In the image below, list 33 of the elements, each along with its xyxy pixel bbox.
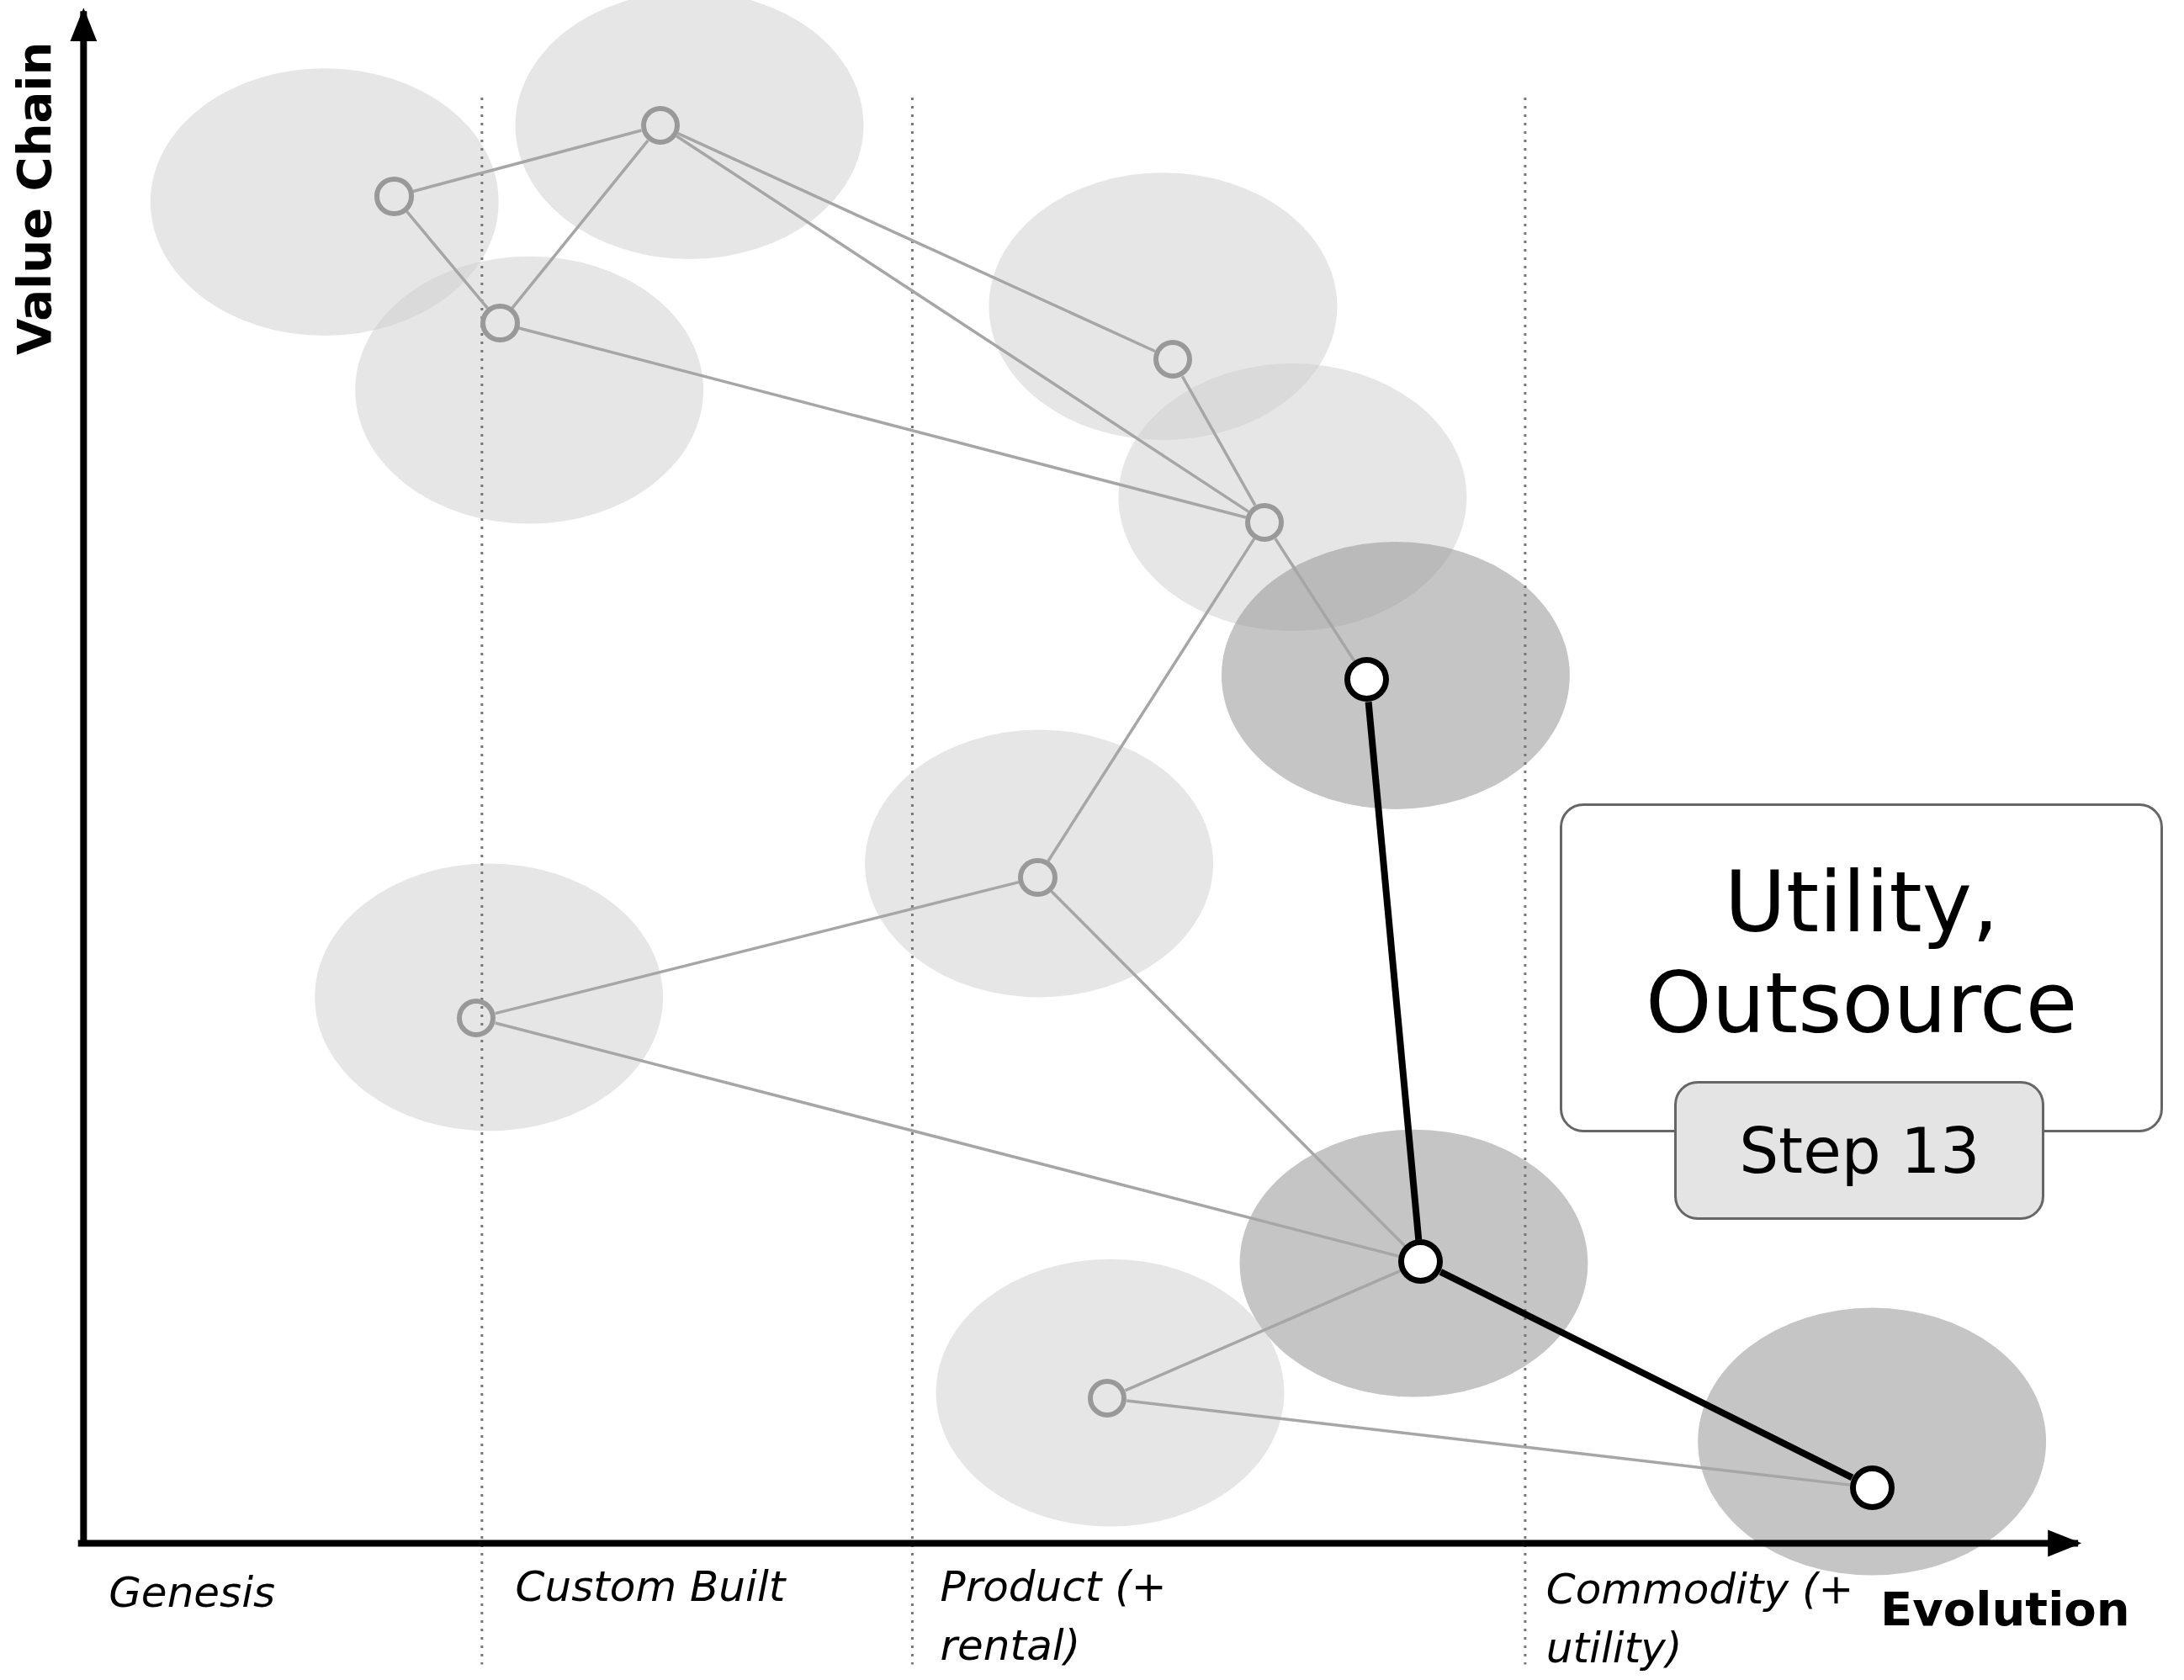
connector-line xyxy=(1124,1269,1402,1392)
connector-line xyxy=(412,129,642,193)
faded-component-marker xyxy=(1153,339,1193,379)
connector-line xyxy=(1047,538,1256,862)
faded-component-marker xyxy=(480,303,520,343)
connector-line xyxy=(495,1021,1400,1259)
stage-label: Genesis xyxy=(109,1566,277,1619)
connector-line xyxy=(1180,375,1257,506)
faded-component-marker xyxy=(457,999,496,1038)
component-marker xyxy=(1398,1239,1444,1285)
connector-line xyxy=(511,139,649,310)
connector-line xyxy=(1439,1269,1854,1481)
connector-line xyxy=(677,132,1156,353)
axis-title: Value Chain xyxy=(11,41,59,356)
connector-line xyxy=(1365,701,1423,1240)
faded-component-marker xyxy=(1018,857,1058,898)
connector-line xyxy=(1050,890,1407,1248)
step-badge: Step 13 xyxy=(1674,1080,2045,1221)
connector-line xyxy=(676,135,1249,513)
connector-line xyxy=(518,326,1247,519)
faded-component-marker xyxy=(1245,502,1285,542)
connector-line xyxy=(495,880,1020,1015)
faded-component-marker xyxy=(1088,1379,1127,1418)
connector-line xyxy=(406,210,489,310)
stage-label: Commodity (+ utility) xyxy=(1545,1564,1855,1675)
connector-line xyxy=(1274,538,1356,662)
stage-label: Custom Built xyxy=(515,1561,787,1613)
stage-label: Product (+ rental) xyxy=(940,1561,1168,1672)
component-marker xyxy=(1849,1465,1895,1510)
faded-component-marker xyxy=(640,105,680,146)
faded-component-marker xyxy=(374,177,414,216)
connector-line xyxy=(1126,1399,1851,1487)
axis-title: Evolution xyxy=(1880,1581,2130,1639)
